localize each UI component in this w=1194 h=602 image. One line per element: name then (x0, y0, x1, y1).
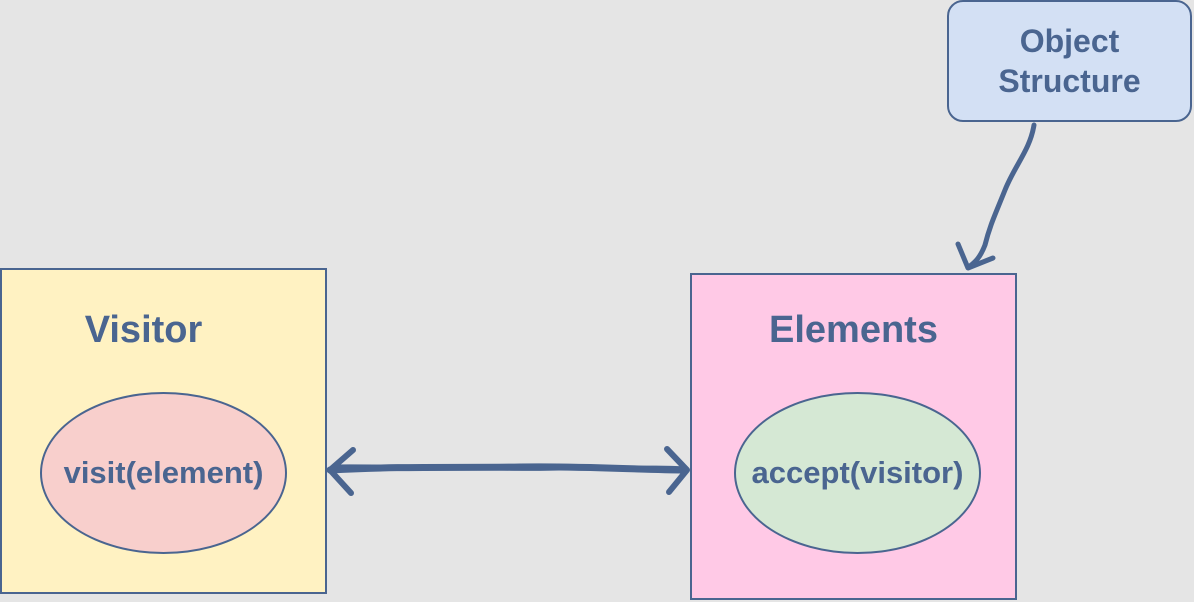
object-structure-node[interactable]: Object Structure (947, 0, 1192, 122)
object-structure-to-elements-arrow (967, 122, 1037, 269)
accept-method-ellipse[interactable]: accept(visitor) (734, 392, 981, 554)
visitor-title: Visitor (84, 309, 203, 351)
elements-title: Elements (769, 309, 938, 351)
object-structure-arrowhead-icon (955, 241, 996, 271)
right-arrowhead-icon (664, 446, 690, 495)
visit-method-label: visit(element) (63, 455, 264, 490)
left-arrowhead-icon (327, 447, 356, 496)
visitor-elements-bidirectional-line-shadow (332, 464, 686, 471)
object-structure-label: Object Structure (998, 23, 1141, 99)
accept-method-label: accept(visitor) (751, 455, 964, 490)
visitor-elements-bidirectional-line (326, 463, 690, 474)
visit-method-ellipse[interactable]: visit(element) (40, 392, 287, 554)
